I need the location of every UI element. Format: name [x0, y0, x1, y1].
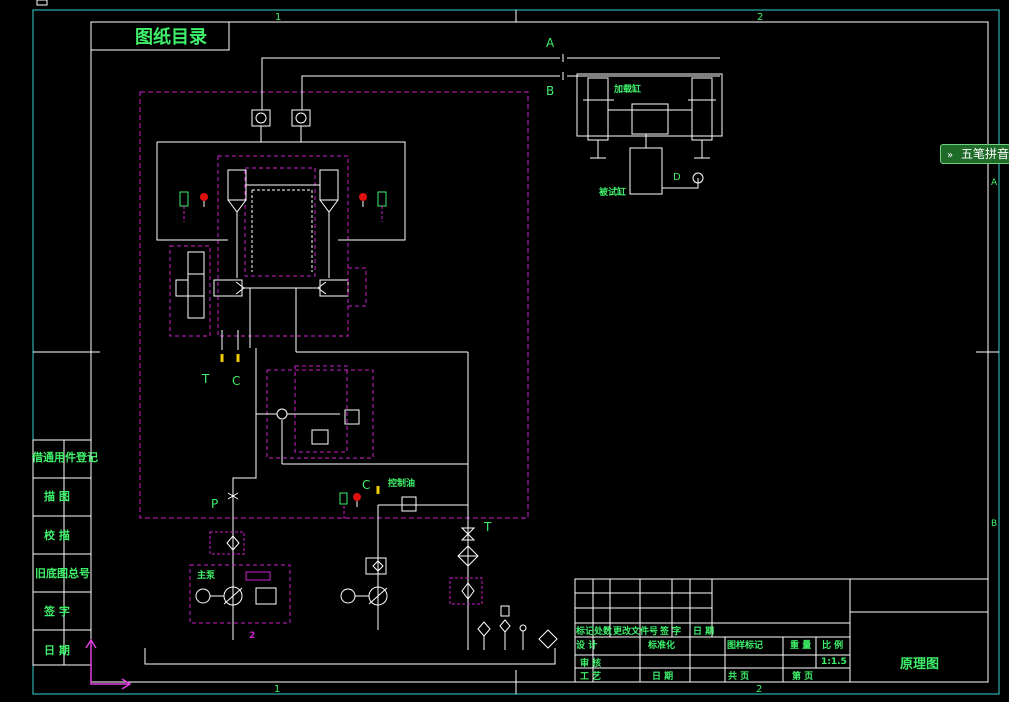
ucs-icon: [90, 640, 130, 685]
port-a: A: [546, 36, 555, 50]
side-row-5: 签 字: [43, 604, 70, 618]
label-main-pump: 主泵: [197, 569, 216, 581]
port-p: P: [211, 497, 218, 511]
side-row-4: 旧底图总号: [35, 566, 90, 580]
chevron-down-icon: »: [947, 150, 954, 161]
tb-scale: 1:1.5: [821, 657, 847, 667]
tb-total: 共 页: [728, 670, 749, 682]
grid-row-a: A: [991, 178, 998, 188]
tb-std: 标准化: [647, 639, 675, 651]
port-t-left: T: [201, 372, 210, 386]
outer-frame: [32, 9, 1000, 695]
hydraulic-circuit: [139, 54, 720, 665]
grid-col-2-bottom: 2: [756, 684, 762, 695]
tb-process: 工 艺: [580, 670, 601, 682]
label-pump-number: 2: [249, 631, 255, 641]
port-d: D: [673, 172, 681, 183]
grid-row-b: B: [991, 519, 997, 529]
tb-h4: 签 字: [659, 625, 681, 637]
catalog-box: [90, 21, 230, 51]
port-c-left: C: [232, 374, 240, 388]
tb-h3: 更改文件号: [613, 625, 658, 637]
tb-scale-label: 比 例: [822, 639, 843, 651]
catalog-title: 图纸目录: [135, 26, 207, 48]
tb-design: 设 计: [576, 639, 597, 651]
label-control-oil: 控制油: [388, 477, 415, 489]
side-row-1: 借通用件登记: [31, 450, 98, 464]
tb-h2: 处数: [593, 625, 613, 637]
drawing-name: 原理图: [900, 657, 939, 672]
port-b: B: [546, 84, 554, 98]
tb-weight: 重 量: [790, 639, 811, 651]
grid-col-1-bottom: 1: [274, 684, 280, 695]
side-row-3: 校 描: [44, 528, 70, 542]
title-block: [574, 578, 989, 683]
side-row-2: 描 图: [44, 489, 70, 503]
tb-h5: 日 期: [693, 625, 714, 637]
inner-frame: [90, 21, 989, 683]
tb-page: 第 页: [792, 670, 813, 682]
grid-col-2-top: 2: [757, 12, 763, 23]
ime-label: 五笔拼音: [960, 147, 1009, 161]
test-rig: [576, 73, 723, 195]
tb-review: 审 核: [580, 657, 601, 669]
tb-h1: 标记: [575, 625, 594, 637]
ime-toolbar[interactable]: » 五笔拼音: [940, 144, 1009, 164]
label-loading-cylinder: 加载缸: [613, 83, 641, 95]
port-t-right: T: [483, 520, 492, 534]
port-c-mid: C: [362, 478, 370, 492]
tb-stage: 图样标记: [727, 639, 763, 651]
label-test-cylinder: 被试缸: [599, 186, 626, 198]
side-table: [32, 439, 92, 666]
grid-col-1-top: 1: [275, 12, 281, 23]
tb-date2: 日 期: [652, 670, 673, 682]
side-row-6: 日 期: [44, 643, 70, 657]
